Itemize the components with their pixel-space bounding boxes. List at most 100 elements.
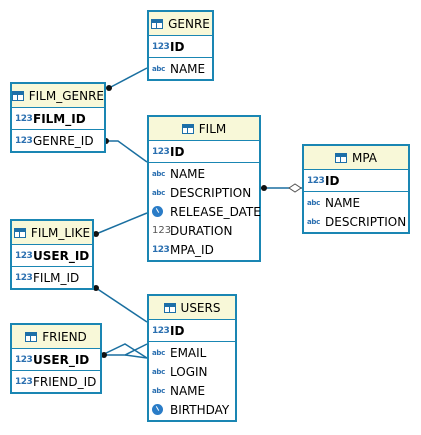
- column-row[interactable]: abc EMAIL: [149, 343, 235, 362]
- column-row[interactable]: abc DESCRIPTION: [149, 183, 259, 202]
- column-name: EMAIL: [170, 345, 207, 360]
- text-type-icon: abc: [152, 348, 165, 357]
- date-type-icon: [152, 206, 163, 217]
- numeric-type-icon: 123: [15, 113, 33, 124]
- optional-diamond: [288, 183, 302, 193]
- link-end-dot: [261, 185, 267, 191]
- table-icon: [163, 302, 176, 313]
- link-friend-users-c: [101, 343, 148, 359]
- column-name: ID: [170, 323, 185, 338]
- entity-name: FRIEND: [42, 329, 87, 344]
- entity-header: FILM: [149, 117, 259, 141]
- entity-name: GENRE: [168, 16, 210, 31]
- numeric-type-icon: 123: [152, 146, 170, 157]
- text-type-icon: abc: [152, 64, 165, 73]
- text-type-icon: abc: [307, 198, 320, 207]
- column-name: DESCRIPTION: [325, 214, 407, 229]
- table-icon: [181, 123, 194, 134]
- column-row[interactable]: RELEASE_DATE: [149, 202, 261, 221]
- column-row[interactable]: BIRTHDAY: [149, 400, 235, 419]
- date-type-icon: [152, 404, 163, 415]
- column-name: NAME: [170, 166, 206, 181]
- entity-header: GENRE: [149, 12, 212, 36]
- numeric-type-icon: 123: [15, 250, 33, 261]
- text-type-icon: abc: [152, 188, 165, 197]
- column-name: FRIEND_ID: [33, 374, 97, 389]
- numeric-type-icon: 123: [152, 224, 172, 236]
- text-type-icon: abc: [152, 169, 165, 178]
- table-icon: [12, 90, 24, 101]
- column-row[interactable]: abc LOGIN: [149, 362, 235, 381]
- table-icon: [151, 18, 164, 29]
- column-name: NAME: [325, 195, 361, 210]
- entity-header: FILM_LIKE: [12, 221, 92, 245]
- column-name: MPA_ID: [170, 242, 214, 257]
- column-name: BIRTHDAY: [170, 402, 230, 417]
- text-type-icon: abc: [152, 367, 165, 376]
- column-name: LOGIN: [170, 364, 208, 379]
- link-end-dot: [101, 352, 107, 358]
- column-name: RELEASE_DATE: [170, 204, 261, 219]
- link-end-dot: [93, 285, 99, 291]
- column-name: USER_ID: [33, 352, 90, 367]
- column-name: FILM_ID: [33, 270, 80, 285]
- text-type-icon: abc: [307, 217, 320, 226]
- link-film-genre-genre: [108, 67, 148, 89]
- column-name: NAME: [170, 383, 206, 398]
- entity-header: FRIEND: [12, 325, 100, 349]
- entity-header: FILM_GENRE: [12, 84, 104, 108]
- numeric-type-icon: 123: [15, 135, 33, 146]
- link-end-dot: [93, 231, 99, 237]
- entity-name: USERS: [180, 300, 221, 315]
- entity-name: FILM_GENRE: [28, 88, 104, 103]
- link-film-like-users: [95, 287, 148, 323]
- numeric-type-icon: 123: [15, 376, 33, 387]
- column-row[interactable]: abc NAME: [304, 193, 408, 212]
- numeric-type-icon: 123: [307, 175, 325, 186]
- entity-name: FILM: [198, 121, 227, 136]
- table-icon: [25, 331, 38, 342]
- column-row[interactable]: abc NAME: [149, 164, 259, 183]
- column-name: USER_ID: [33, 248, 90, 263]
- column-row[interactable]: abc DESCRIPTION: [304, 212, 408, 231]
- link-friend-users-b: [124, 354, 148, 359]
- entity-header: USERS: [149, 296, 235, 320]
- entity-name: MPA: [351, 150, 378, 165]
- numeric-type-icon: 123: [15, 272, 33, 283]
- table-icon: [13, 227, 26, 238]
- column-name: DESCRIPTION: [170, 185, 252, 200]
